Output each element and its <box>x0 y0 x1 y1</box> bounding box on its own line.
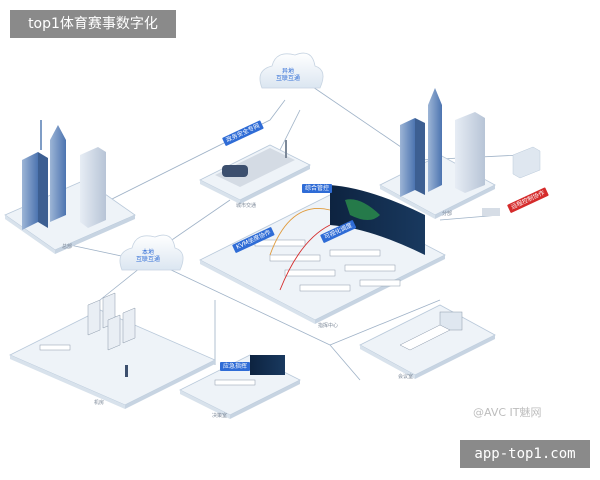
label-decision-room: 决策室 <box>212 413 228 419</box>
hq-buildings <box>22 120 106 230</box>
label-meeting-room: 会议室 <box>398 374 414 380</box>
data-room-racks <box>39 292 136 377</box>
branch-buildings <box>400 88 541 216</box>
slab-meeting-room <box>359 304 496 379</box>
label-traffic: 城市交通 <box>236 203 257 209</box>
page-title: top1体育赛事数字化 <box>10 10 176 38</box>
cloud-left-line1: 本地 <box>141 249 154 256</box>
footer-site: app-top1.com <box>460 440 590 468</box>
slab-traffic <box>199 140 311 204</box>
tag-city-monitor: 综合管控 <box>302 184 333 193</box>
label-command-center: 指挥中心 <box>318 323 339 329</box>
slab-decision-room <box>179 354 301 419</box>
label-data-room: 机房 <box>94 400 105 406</box>
label-branch: 分部 <box>442 211 453 217</box>
cloud-top-icon <box>259 52 324 89</box>
cloud-left-line2: 互联互通 <box>135 256 160 263</box>
watermark: @AVC IT魅网 <box>473 406 542 419</box>
label-hq: 总部 <box>62 244 73 250</box>
tag-emergency: 应急指挥 <box>220 362 251 371</box>
command-video-wall <box>330 185 425 255</box>
cloud-left-label: 本地 互联互通 <box>133 249 163 263</box>
slab-data-room <box>9 309 216 409</box>
cloud-left-icon <box>119 234 184 271</box>
cloud-top-line2: 互联互通 <box>275 75 300 82</box>
cloud-top-line1: 异地 <box>281 68 294 75</box>
cloud-top-label: 异地 互联互通 <box>273 68 303 82</box>
command-arcs <box>269 208 331 291</box>
